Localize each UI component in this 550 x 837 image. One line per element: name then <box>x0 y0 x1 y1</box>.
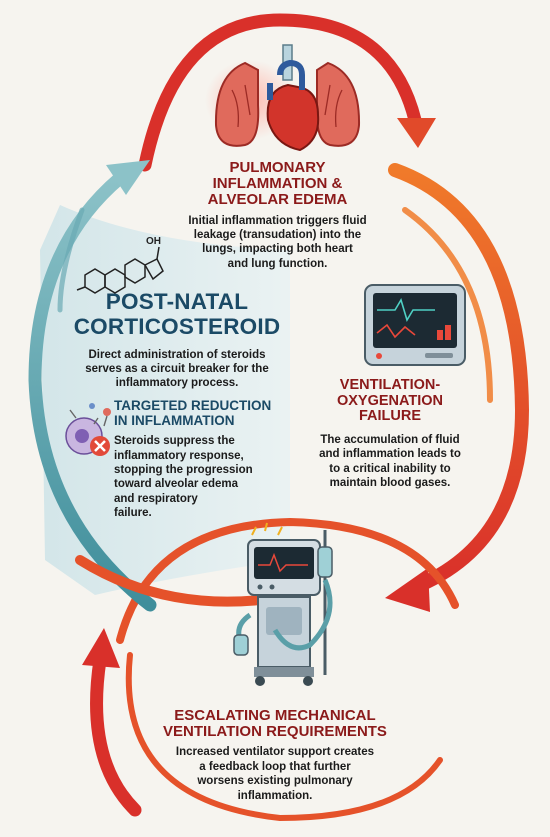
top-arc-arrowhead <box>397 118 436 148</box>
node-title: PULMONARY INFLAMMATION & ALVEOLAR EDEMA <box>207 159 348 209</box>
node-pulmonary-inflammation: PULMONARY INFLAMMATION & ALVEOLAR EDEMA … <box>175 159 380 271</box>
lungs-heart-icon <box>205 44 361 152</box>
node-title: VENTILATION-OXYGENATION FAILURE <box>336 377 444 425</box>
bottom-ring <box>116 517 459 644</box>
node-title: TARGETED REDUCTION IN INFLAMMATION <box>114 398 272 428</box>
node-title: ESCALATING MECHANICAL VENTILATION REQUIR… <box>163 707 387 741</box>
ventilator-icon <box>233 522 333 686</box>
top-cycle-arc <box>138 13 422 172</box>
left-lower-arrowhead <box>82 628 120 668</box>
node-targeted-reduction: TARGETED REDUCTION IN INFLAMMATION Stero… <box>114 398 289 520</box>
intervention-inner-arc <box>57 207 85 313</box>
right-cycle-arc <box>388 163 530 592</box>
bottom-cycle-arc <box>125 652 443 822</box>
steroid-molecule-icon <box>76 246 164 294</box>
node-description: The accumulation of fluid and inflammati… <box>319 433 461 490</box>
node-description: Direct administration of steroids serves… <box>85 348 269 390</box>
node-description: Increased ventilator support creates a f… <box>175 746 375 802</box>
node-description: Steroids suppress the inflammatory respo… <box>114 435 253 520</box>
node-ventilation-failure: VENTILATION-OXYGENATION FAILURE The accu… <box>290 377 490 490</box>
intervention-sweep <box>75 555 265 607</box>
left-lower-arc <box>90 653 142 817</box>
intervention-arrowhead <box>106 160 150 195</box>
right-arc-arrowhead <box>385 568 430 612</box>
node-escalating-ventilation: ESCALATING MECHANICAL VENTILATION REQUIR… <box>120 707 430 803</box>
node-corticosteroid: POST-NATAL CORTICOSTEROID Direct adminis… <box>62 289 292 391</box>
patient-monitor-icon <box>364 284 466 366</box>
right-inner-arc <box>402 207 493 403</box>
node-title: POST-NATAL CORTICOSTEROID <box>73 289 281 339</box>
molecule-oh-label: OH <box>146 236 161 247</box>
cell-inhibition-icon <box>65 403 111 456</box>
intervention-panel <box>40 205 290 595</box>
node-description: Initial inflammation triggers fluid leak… <box>188 214 367 270</box>
cycle-ring <box>28 13 530 822</box>
